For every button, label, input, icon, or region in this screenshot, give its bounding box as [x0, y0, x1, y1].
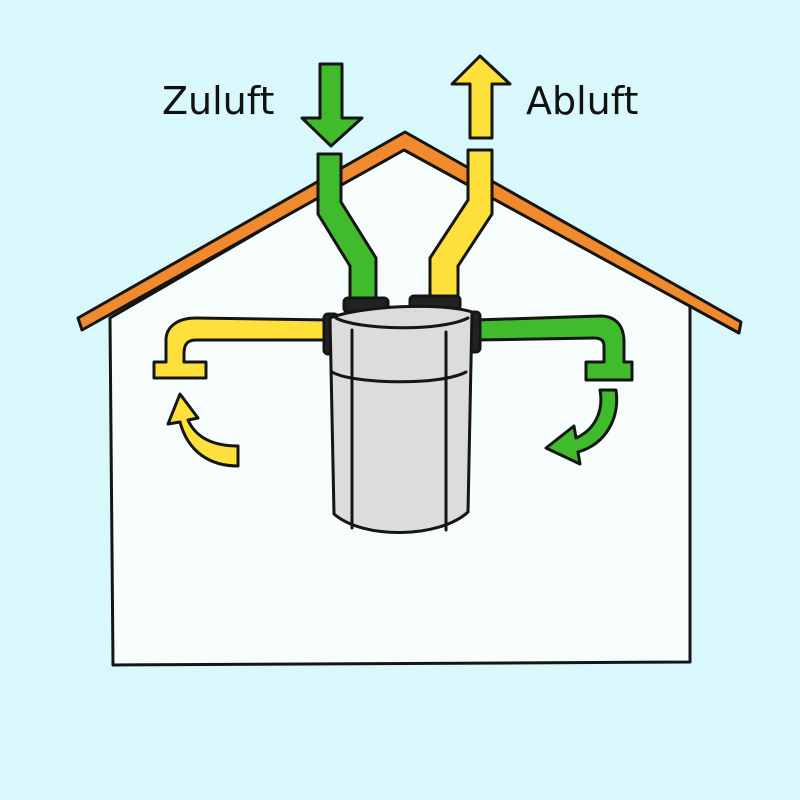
- curved-arrow-icon: [166, 392, 240, 468]
- ventilation-unit: [328, 304, 474, 534]
- unit-lid-line: [330, 370, 468, 384]
- extract-room-pipe: [152, 316, 332, 380]
- curved-arrow-icon: [544, 388, 619, 466]
- unit-lid-top: [334, 316, 470, 330]
- roof: [76, 130, 743, 335]
- arrow-down-icon: [300, 62, 364, 148]
- intake-label: Zuluft: [162, 79, 274, 123]
- supply-room-pipe: [474, 314, 634, 382]
- arrow-up-icon: [450, 54, 512, 140]
- exhaust-label: Abluft: [526, 79, 638, 123]
